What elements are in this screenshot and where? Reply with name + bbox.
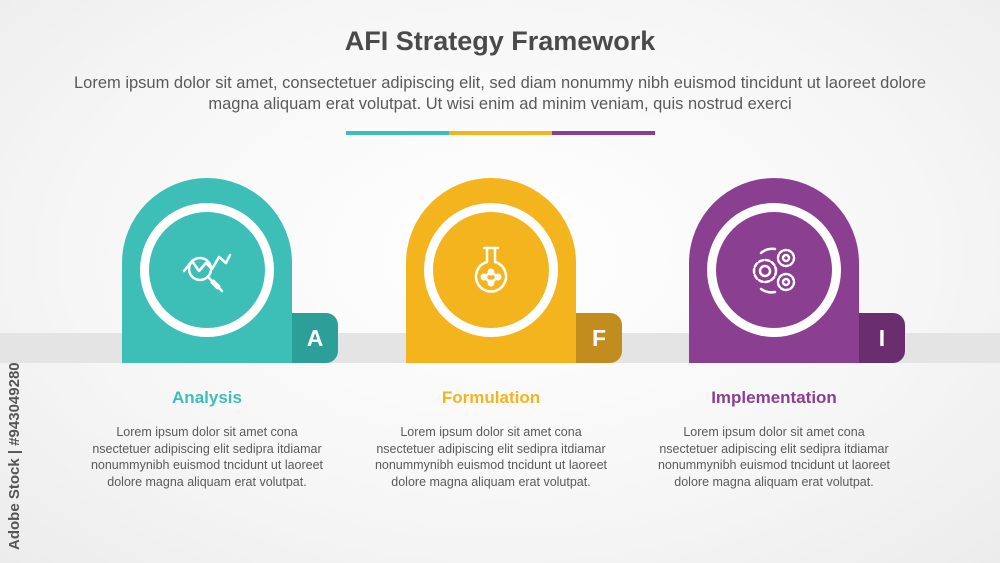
stage-label-analysis: Analysis xyxy=(172,388,242,407)
stage-card-implementation: I xyxy=(689,178,905,363)
icon-circle xyxy=(716,212,832,328)
divider-yellow xyxy=(449,131,552,135)
divider-purple xyxy=(552,131,655,135)
page-subtitle: Lorem ipsum dolor sit amet, consectetuer… xyxy=(73,74,927,113)
stage-card-analysis: A xyxy=(122,178,338,363)
stage-letter-badge: F xyxy=(576,313,622,363)
page-title: AFI Strategy Framework xyxy=(344,26,656,56)
icon-circle xyxy=(433,212,549,328)
stage-letter-badge: I xyxy=(859,313,905,363)
icon-ring xyxy=(140,203,274,337)
stock-watermark: Adobe Stock | #943049280 xyxy=(6,362,23,550)
flask-icon xyxy=(474,246,508,293)
stage-letter-badge: A xyxy=(292,313,338,363)
stage-label-formulation: Formulation xyxy=(441,388,541,407)
stage-description-analysis: Lorem ipsum dolor sit amet cona nsectetu… xyxy=(90,425,324,489)
icon-ring xyxy=(707,203,841,337)
icon-circle xyxy=(149,212,265,328)
stage-card-formulation: F xyxy=(406,178,622,363)
gears-icon xyxy=(752,247,796,294)
stage-description-formulation: Lorem ipsum dolor sit amet cona nsectetu… xyxy=(374,425,608,489)
stage-label-implementation: Implementation xyxy=(711,388,837,407)
icon-ring xyxy=(424,203,558,337)
divider-teal xyxy=(346,131,449,135)
stage-description-implementation: Lorem ipsum dolor sit amet cona nsectetu… xyxy=(657,425,891,489)
magnifier-chart-icon xyxy=(182,253,232,293)
